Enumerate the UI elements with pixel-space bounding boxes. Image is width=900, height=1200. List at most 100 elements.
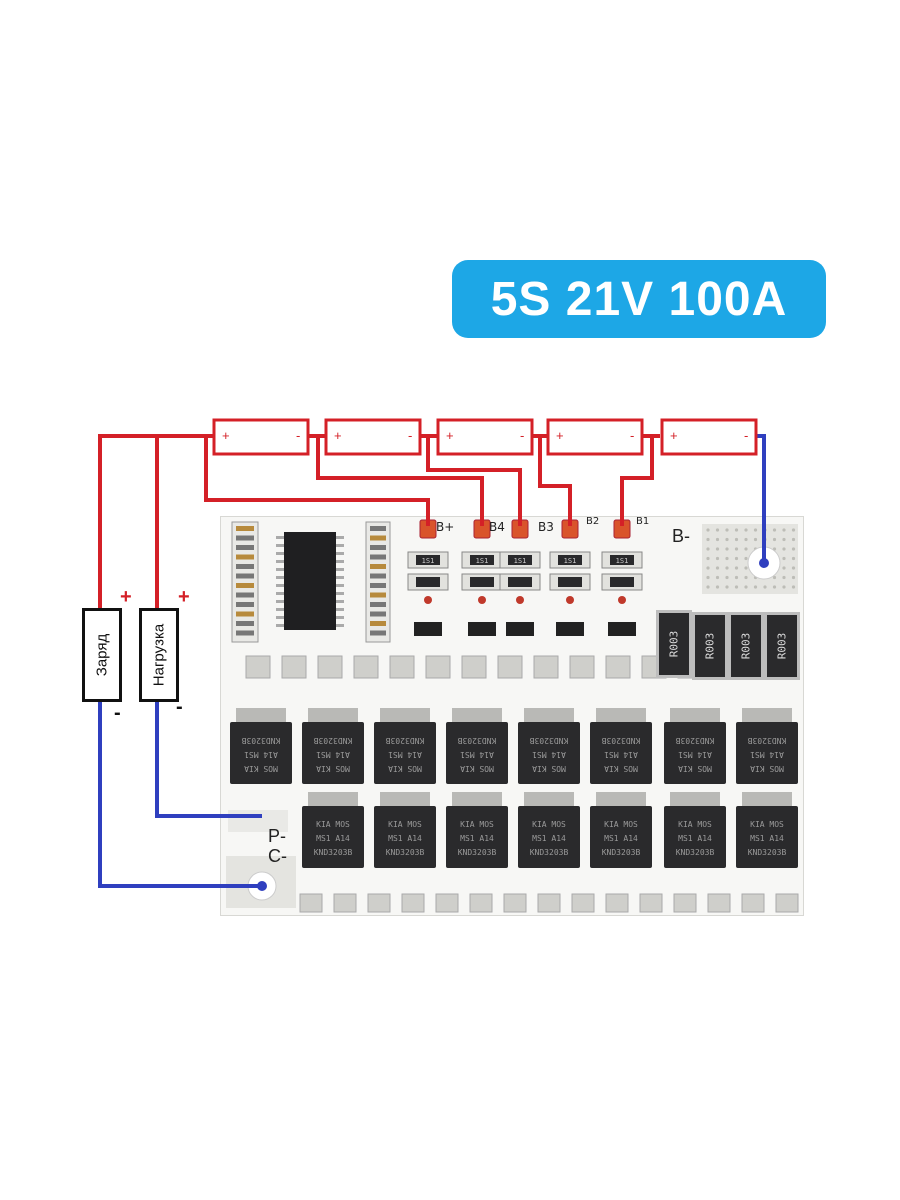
mosfet-marking: KND3203B: [457, 848, 497, 857]
mosfet-marking: KND3203B: [529, 848, 569, 857]
mosfet-marking: KIA MOS: [532, 820, 566, 829]
charger-plus: +: [120, 586, 132, 608]
load-plus: +: [178, 586, 190, 608]
mosfet-marking: A14 MS1: [532, 750, 566, 759]
title-text: 5S 21V 100A: [490, 272, 788, 326]
cell-4: [546, 418, 644, 456]
sense-resistor-3: R003: [728, 612, 764, 680]
cell-2: [324, 418, 422, 456]
b2-wire: [538, 436, 572, 526]
mosfet-marking: KIA MOS: [750, 820, 784, 829]
mosfet-marking: MS1 A14: [750, 834, 784, 843]
positive-wires: [98, 434, 660, 608]
mosfet-marking: MOS KIA: [388, 764, 422, 773]
mosfet-tab: [742, 792, 792, 806]
label-b4: B4: [489, 520, 505, 534]
mosfet-marking: MOS KIA: [678, 764, 712, 773]
mosfet-marking: KND3203B: [601, 736, 641, 745]
battery-cells: [212, 418, 758, 456]
svg-text:1S1: 1S1: [476, 557, 489, 565]
mosfet-tab: [524, 708, 574, 722]
control-ic-area: [231, 521, 391, 643]
mosfet-marking: MOS KIA: [316, 764, 350, 773]
mosfet-marking: MS1 A14: [678, 834, 712, 843]
mosfet-marking: MS1 A14: [388, 834, 422, 843]
load-label: Нагрузка: [150, 623, 168, 687]
label-b-minus: B-: [672, 526, 690, 546]
b3-wire: [426, 436, 522, 526]
mosfet-tab: [524, 792, 574, 806]
mosfet-marking: KND3203B: [457, 736, 497, 745]
cell-4-plus: +: [556, 428, 564, 443]
mosfet-marking: KIA MOS: [460, 820, 494, 829]
cell-3-plus: +: [446, 428, 454, 443]
charger-label: Заряд: [93, 633, 111, 677]
mosfet-marking: KND3203B: [241, 736, 281, 745]
cell-2-minus: -: [408, 428, 413, 443]
sense-resistor-4: R003: [764, 612, 800, 680]
cell-1: [212, 418, 310, 456]
charger-minus: -: [114, 702, 121, 724]
mosfet-marking: KND3203B: [529, 736, 569, 745]
mosfet-marking: MS1 A14: [604, 834, 638, 843]
cell-1-plus: +: [222, 428, 230, 443]
mosfet-marking: MOS KIA: [460, 764, 494, 773]
label-b-plus: B+: [436, 520, 455, 534]
load-negative-wire: [155, 700, 262, 818]
mosfet-tab: [308, 708, 358, 722]
b4-wire: [316, 436, 484, 526]
cell-3-minus: -: [520, 428, 525, 443]
mosfet-marking: KIA MOS: [678, 820, 712, 829]
mosfet-tab: [596, 708, 646, 722]
mosfet-marking: KND3203B: [385, 736, 425, 745]
b1-wire: [620, 436, 654, 526]
cell-5-plus: +: [670, 428, 678, 443]
b-minus-terminal: [759, 558, 769, 568]
svg-text:1S1: 1S1: [422, 557, 435, 565]
mosfet-marking: KND3203B: [675, 848, 715, 857]
mosfet-marking: KND3203B: [747, 848, 787, 857]
mosfet-marking: A14 MS1: [316, 750, 350, 759]
mosfet-marking: KND3203B: [675, 736, 715, 745]
mosfet-tab: [670, 708, 720, 722]
svg-text:1S1: 1S1: [564, 557, 577, 565]
cell-2-plus: +: [334, 428, 342, 443]
control-chip: [284, 532, 336, 630]
sense-resistor-1: R003: [656, 610, 692, 678]
load-minus: -: [176, 696, 183, 718]
mosfet-tab: [670, 792, 720, 806]
mosfet-marking: KIA MOS: [316, 820, 350, 829]
negative-wires: [98, 434, 766, 888]
title-badge: 5S 21V 100A: [452, 260, 826, 338]
mosfet-marking: MOS KIA: [750, 764, 784, 773]
mosfet-marking: MOS KIA: [244, 764, 278, 773]
mosfet-marking: MS1 A14: [460, 834, 494, 843]
charge-negative-wire: [98, 700, 262, 888]
label-c-minus: C-: [268, 846, 287, 866]
charger-box: Заряд: [82, 608, 122, 702]
mosfet-marking: KIA MOS: [388, 820, 422, 829]
label-b2: B2: [586, 516, 600, 527]
b-minus-wire: [756, 434, 766, 563]
mosfet-marking: A14 MS1: [604, 750, 638, 759]
cell-3: [436, 418, 534, 456]
mosfet-marking: MOS KIA: [604, 764, 638, 773]
mosfet-marking: MS1 A14: [316, 834, 350, 843]
cell-5-minus: -: [744, 428, 749, 443]
mosfet-tab: [236, 708, 286, 722]
mosfet-marking: KND3203B: [313, 848, 353, 857]
mosfet-marking: MS1 A14: [532, 834, 566, 843]
mosfet-marking: A14 MS1: [388, 750, 422, 759]
